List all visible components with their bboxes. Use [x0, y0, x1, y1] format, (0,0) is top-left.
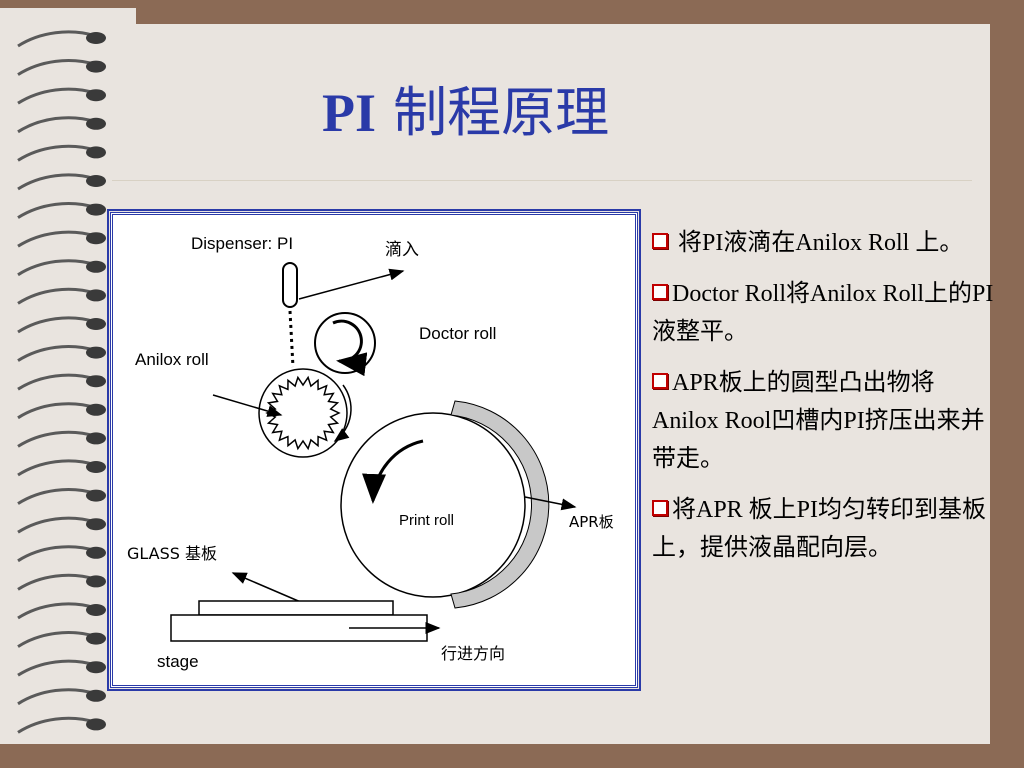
title-cjk: 制程原理 — [393, 81, 610, 144]
binding-hole — [86, 60, 106, 73]
title-latin: PI — [322, 83, 376, 143]
binding-wire — [17, 602, 97, 620]
binding-wire — [17, 402, 97, 420]
bullet-text: 将APR 板上PI均匀转印到基板上，提供液晶配向层。 — [652, 497, 987, 561]
print-roll-label: Print roll — [399, 512, 454, 529]
square-bullet-icon — [652, 284, 668, 300]
binding-wire — [17, 631, 97, 648]
binding-wire — [17, 202, 97, 219]
square-bullet-icon — [652, 233, 668, 249]
bullet-text: 将PI液滴在Anilox Roll 上。 — [672, 230, 964, 256]
anilox-roll-label: Anilox roll — [135, 350, 209, 369]
binding-wire — [17, 688, 97, 706]
apr-plate — [450, 400, 550, 609]
binding-hole — [86, 461, 106, 473]
binding-hole — [86, 403, 106, 416]
binding-hole — [86, 146, 106, 159]
binding-wire — [17, 316, 97, 334]
title-divider — [112, 180, 972, 181]
binding-wire — [17, 488, 97, 505]
binding-hole — [86, 661, 106, 674]
binding-hole — [86, 203, 106, 216]
dispenser-label: Dispenser: PI — [191, 234, 293, 253]
process-diagram: Dispenser: PI 滴入 Doctor roll Anilox roll… — [107, 209, 641, 691]
binding-hole — [86, 89, 106, 102]
binding-wire — [17, 430, 97, 448]
diagram-svg: Dispenser: PI 滴入 Doctor roll Anilox roll… — [127, 234, 614, 671]
binding-wire — [17, 573, 97, 591]
bullet-item: 将PI液滴在Anilox Roll 上。 — [652, 224, 997, 262]
binding-wire — [17, 30, 97, 48]
binding-wire — [17, 545, 97, 563]
binding-wire — [17, 144, 97, 162]
bullet-item: APR板上的圆型凸出物将Anilox Rool凹槽内PI挤压出来并带走。 — [652, 364, 997, 478]
binding-hole — [86, 260, 106, 273]
binding-wire — [17, 259, 97, 277]
binding-hole — [86, 546, 106, 559]
drop-label: 滴入 — [385, 240, 419, 260]
bullet-text: Doctor Roll将Anilox Roll上的PI液整平。 — [652, 281, 994, 345]
stage-label: stage — [157, 652, 199, 671]
pi-drip-dots — [288, 310, 295, 368]
bullet-item: 将APR 板上PI均匀转印到基板上，提供液晶配向层。 — [652, 491, 997, 567]
binding-hole — [86, 232, 106, 245]
print-roll-rotation-arrow — [362, 439, 424, 504]
binding-hole — [86, 117, 106, 130]
bullet-text: APR板上的圆型凸出物将Anilox Rool凹槽内PI挤压出来并带走。 — [652, 370, 985, 472]
binding-hole — [86, 604, 106, 616]
bullet-list: 将PI液滴在Anilox Roll 上。 Doctor Roll将Anilox … — [652, 224, 997, 580]
glass-substrate — [198, 600, 394, 616]
doctor-roll-label: Doctor roll — [419, 324, 496, 343]
direction-label: 行进方向 — [441, 644, 505, 663]
glass-label: GLASS 基板 — [127, 544, 217, 563]
binding-hole — [86, 175, 106, 187]
binding-hole — [86, 318, 106, 330]
doctor-roll-rotation-arrow — [332, 319, 368, 377]
binding-wire — [17, 716, 97, 734]
spiral-binding — [17, 30, 106, 734]
binding-wire — [17, 459, 97, 477]
binding-hole — [86, 689, 106, 702]
binding-hole — [86, 718, 106, 731]
binding-hole — [86, 32, 106, 44]
bullet-item: Doctor Roll将Anilox Roll上的PI液整平。 — [652, 275, 997, 351]
binding-wire — [17, 373, 97, 391]
anilox-pointer — [212, 394, 283, 417]
binding-wire — [17, 345, 97, 362]
binding-hole — [86, 518, 106, 531]
binding-hole — [86, 632, 106, 645]
binding-hole — [86, 432, 106, 445]
apr-pointer — [524, 496, 577, 511]
binding-hole — [86, 575, 106, 588]
drop-arrow — [298, 268, 405, 300]
binding-hole — [86, 346, 106, 359]
binding-wire — [17, 173, 97, 191]
binding-wire — [17, 659, 97, 677]
apr-label: APR板 — [569, 513, 614, 531]
binding-wire — [17, 116, 97, 134]
square-bullet-icon — [652, 500, 668, 516]
glass-pointer — [231, 572, 304, 604]
binding-hole — [86, 489, 106, 502]
slide-title: PI 制程原理 — [322, 68, 822, 148]
binding-wire — [17, 287, 97, 305]
binding-wire — [17, 87, 97, 105]
binding-hole — [86, 375, 106, 388]
print-roll — [340, 412, 526, 598]
binding-hole — [86, 289, 106, 302]
dispenser-nozzle — [282, 262, 298, 308]
binding-wire — [17, 516, 97, 534]
binding-wire — [17, 230, 97, 248]
binding-wire — [17, 59, 97, 76]
square-bullet-icon — [652, 373, 668, 389]
anilox-roll-rotation-arrow — [333, 384, 352, 442]
